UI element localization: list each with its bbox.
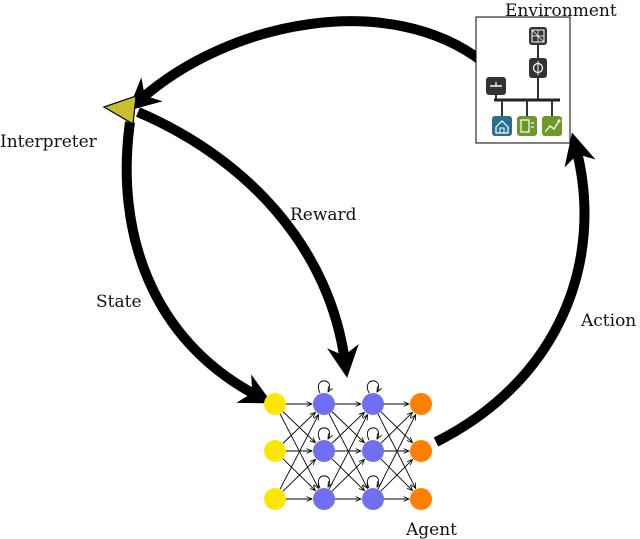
home-icon (492, 116, 512, 136)
network-edge (331, 412, 364, 444)
network-edge (282, 411, 315, 443)
network-edge (331, 411, 364, 443)
interpreter-label: Interpreter (0, 132, 98, 152)
network-edge (282, 459, 316, 492)
hidden-node (362, 393, 384, 415)
recurrent-loop (317, 475, 329, 489)
agent-network (264, 393, 432, 510)
recurrent-loop (366, 475, 378, 489)
chart-icon (542, 116, 562, 136)
state-label: State (96, 292, 142, 312)
network-connections (279, 404, 416, 499)
output-node (410, 393, 432, 415)
output-node (410, 440, 432, 462)
network-edge (331, 459, 365, 492)
agent-label: Agent (405, 520, 457, 539)
environment-box (475, 16, 571, 144)
hidden-node (313, 393, 335, 415)
network-recurrent-loops (317, 380, 378, 489)
input-node (264, 488, 286, 510)
input-node (264, 440, 286, 462)
router-icon (529, 58, 547, 78)
input-node (264, 393, 286, 415)
network-edge (331, 458, 365, 491)
grid-icon (529, 27, 547, 45)
network-edge (328, 415, 367, 490)
triangle-icon (102, 95, 137, 125)
hidden-node (313, 488, 335, 510)
recurrent-loop (317, 380, 329, 394)
network-edge (282, 458, 316, 491)
reward-label: Reward (290, 205, 357, 225)
hidden-node (362, 488, 384, 510)
network-edge (282, 412, 315, 444)
network-edge (380, 411, 413, 443)
recurrent-loop (366, 427, 378, 441)
environment-to-interpreter-arrow (128, 16, 487, 111)
hidden-node (362, 440, 384, 462)
output-node (410, 488, 432, 510)
state-arrow (121, 121, 273, 404)
network-edge (380, 459, 413, 492)
network-edge (377, 415, 416, 490)
network-edge (380, 412, 413, 444)
action-arrow (433, 132, 596, 447)
switch-icon (486, 77, 506, 95)
meter-icon (517, 116, 537, 136)
hidden-node (313, 440, 335, 462)
recurrent-loop (366, 380, 378, 394)
reward-arrow (136, 107, 359, 378)
environment-label: Environment (505, 1, 617, 21)
recurrent-loop (317, 427, 329, 441)
action-label: Action (580, 311, 636, 331)
network-edge (279, 415, 318, 490)
network-edge (380, 458, 413, 491)
